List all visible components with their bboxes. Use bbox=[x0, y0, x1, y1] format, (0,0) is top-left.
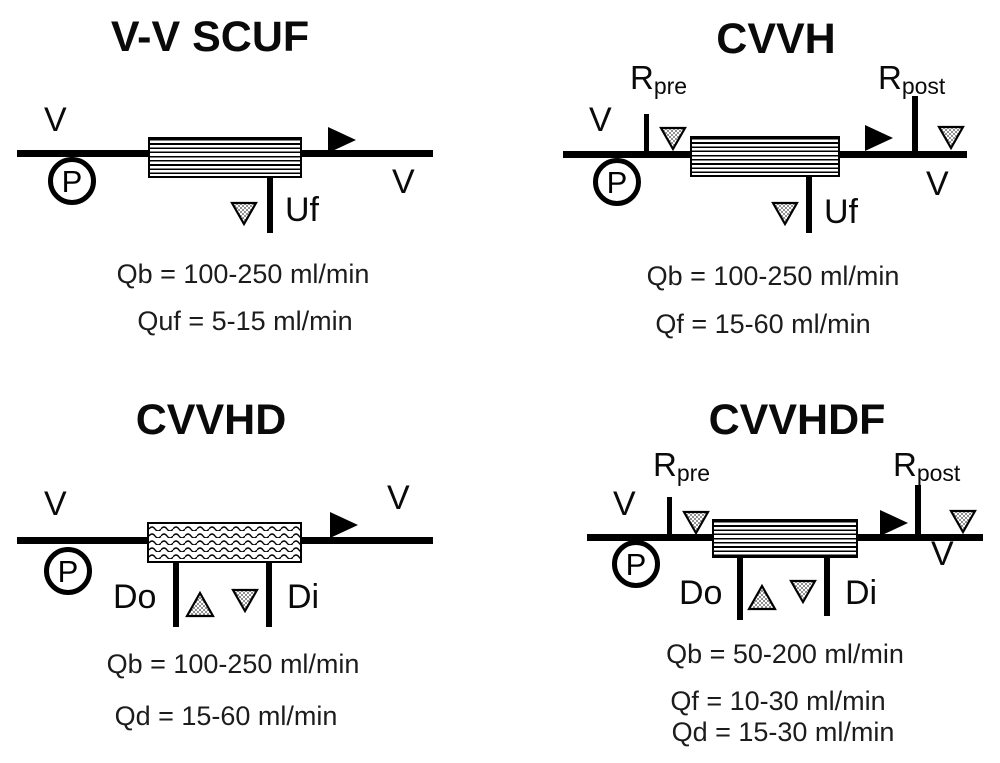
vein-inflow-label: V bbox=[589, 101, 612, 139]
filtration-rate-text: Qf = 10-30 ml/min bbox=[670, 686, 886, 716]
blood-pump: P bbox=[612, 540, 660, 588]
post-replacement-flow-down-icon bbox=[949, 509, 977, 534]
dialyzer-wave-fill bbox=[149, 524, 300, 561]
panel-title: V-V SCUF bbox=[110, 13, 310, 61]
vein-return-label: V bbox=[931, 535, 954, 573]
hemofilter bbox=[148, 137, 302, 178]
dialysate-flow-down-icon bbox=[231, 588, 259, 613]
pre-replacement-port-line bbox=[667, 497, 672, 537]
vein-return-label: V bbox=[926, 165, 949, 203]
replacement-post-label: Rpost bbox=[893, 446, 961, 486]
dialysate-in-label: Di bbox=[287, 578, 320, 616]
blood-flow-rate-text: Qb = 100-250 ml/min bbox=[106, 649, 360, 679]
dialysate-in-port-line bbox=[266, 563, 272, 627]
dialyzer bbox=[147, 522, 302, 563]
flow-direction-arrow-icon bbox=[880, 510, 908, 536]
pump-letter: P bbox=[606, 164, 628, 200]
vein-inflow-label: V bbox=[613, 485, 636, 523]
blood-flow-rate-text: Qb = 100-250 ml/min bbox=[116, 259, 370, 289]
blood-pump: P bbox=[593, 158, 641, 206]
post-replacement-flow-down-icon bbox=[937, 125, 965, 150]
panel-title: CVVH bbox=[716, 15, 836, 63]
filtration-rate-text: Qf = 15-60 ml/min bbox=[655, 309, 871, 339]
pump-letter: P bbox=[57, 553, 79, 589]
pump-letter: P bbox=[625, 546, 647, 582]
dialysate-flow-down-icon bbox=[789, 579, 817, 604]
blood-flow-rate-text: Qb = 50-200 ml/min bbox=[666, 639, 904, 669]
post-replacement-port-line bbox=[912, 96, 918, 153]
ultrafiltrate-port-line bbox=[806, 177, 812, 233]
panel-title: CVVHD bbox=[135, 396, 287, 444]
vein-inflow-label: V bbox=[44, 485, 67, 523]
ultrafiltration-rate-text: Quf = 5-15 ml/min bbox=[137, 306, 353, 336]
vein-return-label: V bbox=[387, 479, 410, 517]
ultrafiltrate-flow-down-icon bbox=[771, 201, 799, 226]
replacement-post-label: Rpost bbox=[878, 59, 946, 99]
dialysate-out-port-line bbox=[173, 563, 179, 627]
hemofilter bbox=[690, 136, 840, 177]
ultrafiltrate-port-line bbox=[267, 177, 273, 233]
dialysate-in-port-line bbox=[824, 556, 830, 616]
blood-flow-rate-text: Qb = 100-250 ml/min bbox=[646, 261, 900, 291]
blood-pump: P bbox=[48, 157, 96, 205]
blood-pump: P bbox=[44, 547, 92, 595]
replacement-pre-label: Rpre bbox=[653, 446, 711, 486]
pre-replacement-port-line bbox=[644, 114, 649, 155]
pre-replacement-flow-down-icon bbox=[659, 126, 687, 151]
dialysate-rate-text: Qd = 15-30 ml/min bbox=[671, 717, 895, 747]
panel-title: CVVHDF bbox=[708, 396, 886, 444]
dialysate-in-label: Di bbox=[845, 574, 878, 612]
vein-return-label: V bbox=[392, 163, 415, 201]
dialysate-rate-text: Qd = 15-60 ml/min bbox=[114, 701, 338, 731]
dialysate-out-port-line bbox=[737, 558, 743, 620]
ultrafiltrate-label: Uf bbox=[285, 191, 319, 229]
ultrafiltrate-label: Uf bbox=[824, 193, 858, 231]
hemodiafilter bbox=[712, 519, 858, 558]
dialysate-flow-up-icon bbox=[185, 591, 215, 618]
dialysate-out-label: Do bbox=[113, 578, 157, 616]
post-replacement-port-line bbox=[915, 485, 921, 539]
dialysate-flow-up-icon bbox=[747, 584, 777, 611]
pump-letter: P bbox=[61, 163, 83, 199]
dialysate-out-label: Do bbox=[679, 574, 723, 612]
vein-inflow-label: V bbox=[44, 101, 67, 139]
pre-replacement-flow-down-icon bbox=[682, 510, 710, 535]
ultrafiltrate-flow-down-icon bbox=[230, 201, 258, 226]
replacement-pre-label: Rpre bbox=[630, 59, 688, 99]
